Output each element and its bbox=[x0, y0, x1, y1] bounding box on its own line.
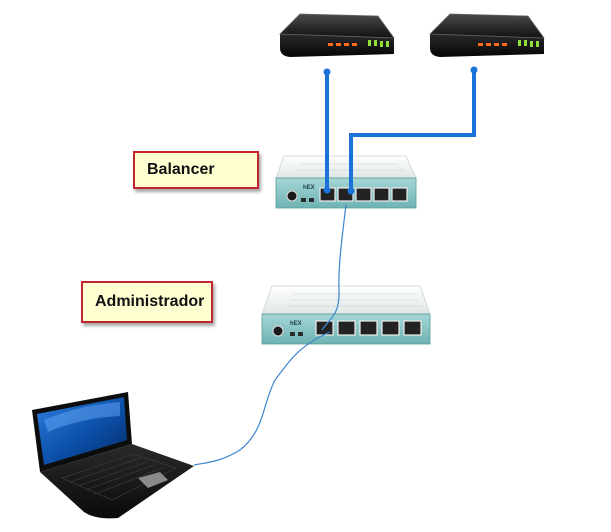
router-ports bbox=[315, 320, 422, 336]
balancer-label-text: Balancer bbox=[147, 161, 215, 178]
router-icon: hEX bbox=[275, 155, 417, 209]
modem-led-row bbox=[478, 40, 539, 47]
cable-modem1-to-balancer bbox=[323, 68, 331, 194]
modem-icon bbox=[429, 13, 545, 57]
cable-admin-to-laptop bbox=[193, 331, 331, 466]
cable-modem2-to-balancer bbox=[347, 66, 478, 195]
cable-balancer-to-admin bbox=[321, 204, 347, 331]
router-brand: hEX bbox=[290, 321, 302, 327]
laptop-icon bbox=[32, 392, 194, 519]
router-ports bbox=[319, 187, 408, 202]
administrador-label: Administrador bbox=[81, 281, 213, 323]
router-brand: hEX bbox=[303, 185, 315, 191]
balancer-label: Balancer bbox=[133, 151, 259, 189]
modem-led-row bbox=[328, 40, 389, 47]
modem-icon bbox=[279, 13, 395, 57]
administrador-label-text: Administrador bbox=[95, 293, 205, 310]
router-icon: hEX bbox=[261, 285, 431, 345]
laptop-keyboard bbox=[61, 453, 177, 501]
